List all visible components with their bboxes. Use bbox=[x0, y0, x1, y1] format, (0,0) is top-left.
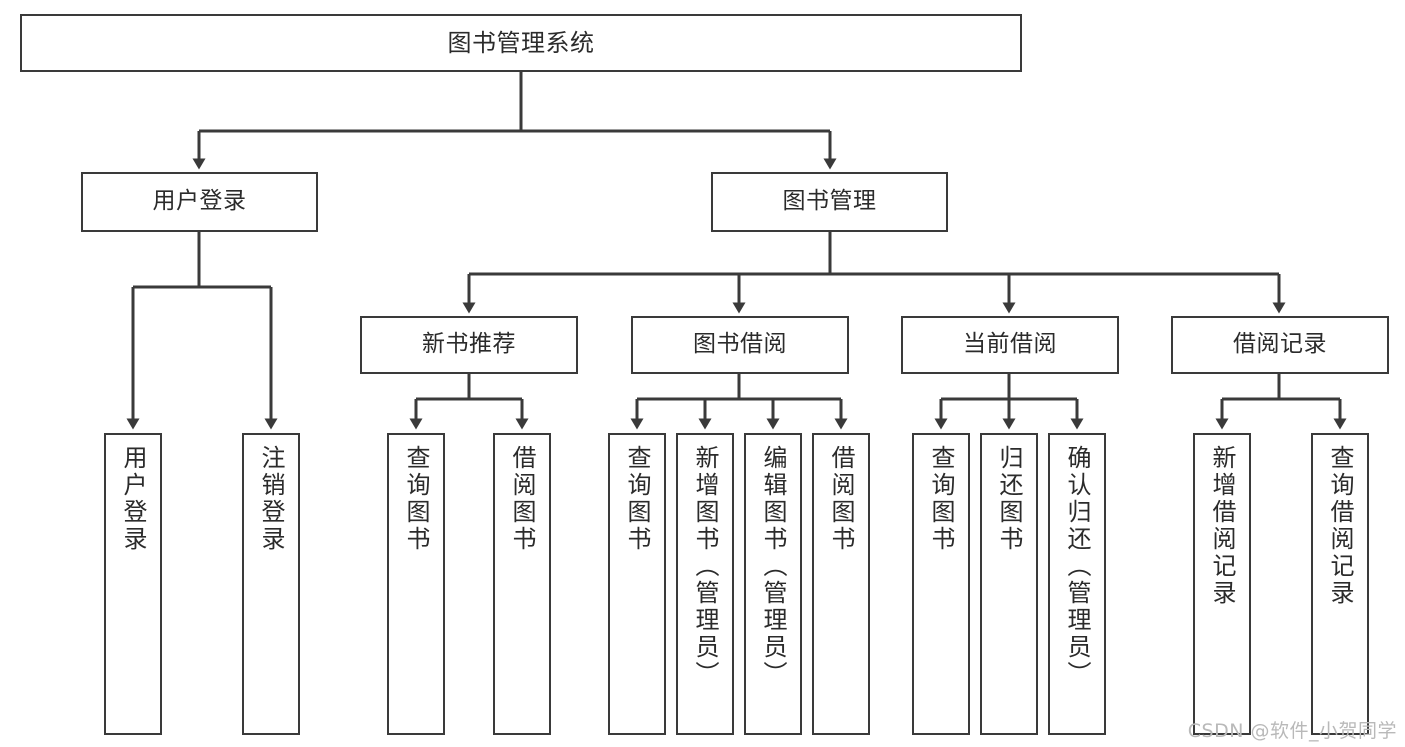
node-label: 图书管理系统 bbox=[447, 28, 595, 57]
node-label: 查询借阅记录 bbox=[1326, 445, 1354, 607]
node-leaf-borrow-book-1[interactable]: 借阅图书 bbox=[493, 433, 551, 735]
node-label: 确认归还（管理员） bbox=[1063, 445, 1091, 688]
node-book-manage[interactable]: 图书管理 bbox=[711, 172, 948, 232]
node-leaf-edit-book[interactable]: 编辑图书（管理员） bbox=[744, 433, 802, 735]
node-leaf-user-login[interactable]: 用户登录 bbox=[104, 433, 162, 735]
node-leaf-add-record[interactable]: 新增借阅记录 bbox=[1193, 433, 1251, 735]
node-borrow-record[interactable]: 借阅记录 bbox=[1171, 316, 1389, 374]
node-leaf-query-book-3[interactable]: 查询图书 bbox=[912, 433, 970, 735]
node-label: 新书推荐 bbox=[422, 331, 516, 358]
node-label: 图书管理 bbox=[782, 188, 877, 215]
node-book-borrow[interactable]: 图书借阅 bbox=[631, 316, 849, 374]
node-label: 图书借阅 bbox=[693, 331, 787, 358]
node-current-borrow[interactable]: 当前借阅 bbox=[901, 316, 1119, 374]
node-leaf-confirm-return[interactable]: 确认归还（管理员） bbox=[1048, 433, 1106, 735]
node-leaf-add-book[interactable]: 新增图书（管理员） bbox=[676, 433, 734, 735]
watermark-text: CSDN @软件_小贺同学 bbox=[1187, 720, 1397, 742]
node-leaf-query-record[interactable]: 查询借阅记录 bbox=[1311, 433, 1369, 735]
node-leaf-return-book[interactable]: 归还图书 bbox=[980, 433, 1038, 735]
node-leaf-logout-login[interactable]: 注销登录 bbox=[242, 433, 300, 735]
node-label: 用户登录 bbox=[119, 445, 147, 553]
node-label: 当前借阅 bbox=[963, 331, 1057, 358]
node-label: 借阅记录 bbox=[1233, 331, 1327, 358]
node-label: 用户登录 bbox=[152, 188, 247, 215]
node-leaf-query-book-2[interactable]: 查询图书 bbox=[608, 433, 666, 735]
node-root-system[interactable]: 图书管理系统 bbox=[20, 14, 1022, 72]
node-label: 新增借阅记录 bbox=[1208, 445, 1236, 607]
node-label: 归还图书 bbox=[995, 445, 1023, 553]
node-label: 查询图书 bbox=[623, 445, 651, 553]
node-leaf-query-book-1[interactable]: 查询图书 bbox=[387, 433, 445, 735]
node-label: 借阅图书 bbox=[508, 445, 536, 553]
node-user-login[interactable]: 用户登录 bbox=[81, 172, 318, 232]
node-label: 查询图书 bbox=[927, 445, 955, 553]
node-label: 新增图书（管理员） bbox=[691, 445, 719, 688]
node-new-book-recommend[interactable]: 新书推荐 bbox=[360, 316, 578, 374]
node-label: 编辑图书（管理员） bbox=[759, 445, 787, 688]
node-label: 查询图书 bbox=[402, 445, 430, 553]
node-leaf-borrow-book-2[interactable]: 借阅图书 bbox=[812, 433, 870, 735]
node-label: 注销登录 bbox=[257, 445, 285, 553]
node-label: 借阅图书 bbox=[827, 445, 855, 553]
